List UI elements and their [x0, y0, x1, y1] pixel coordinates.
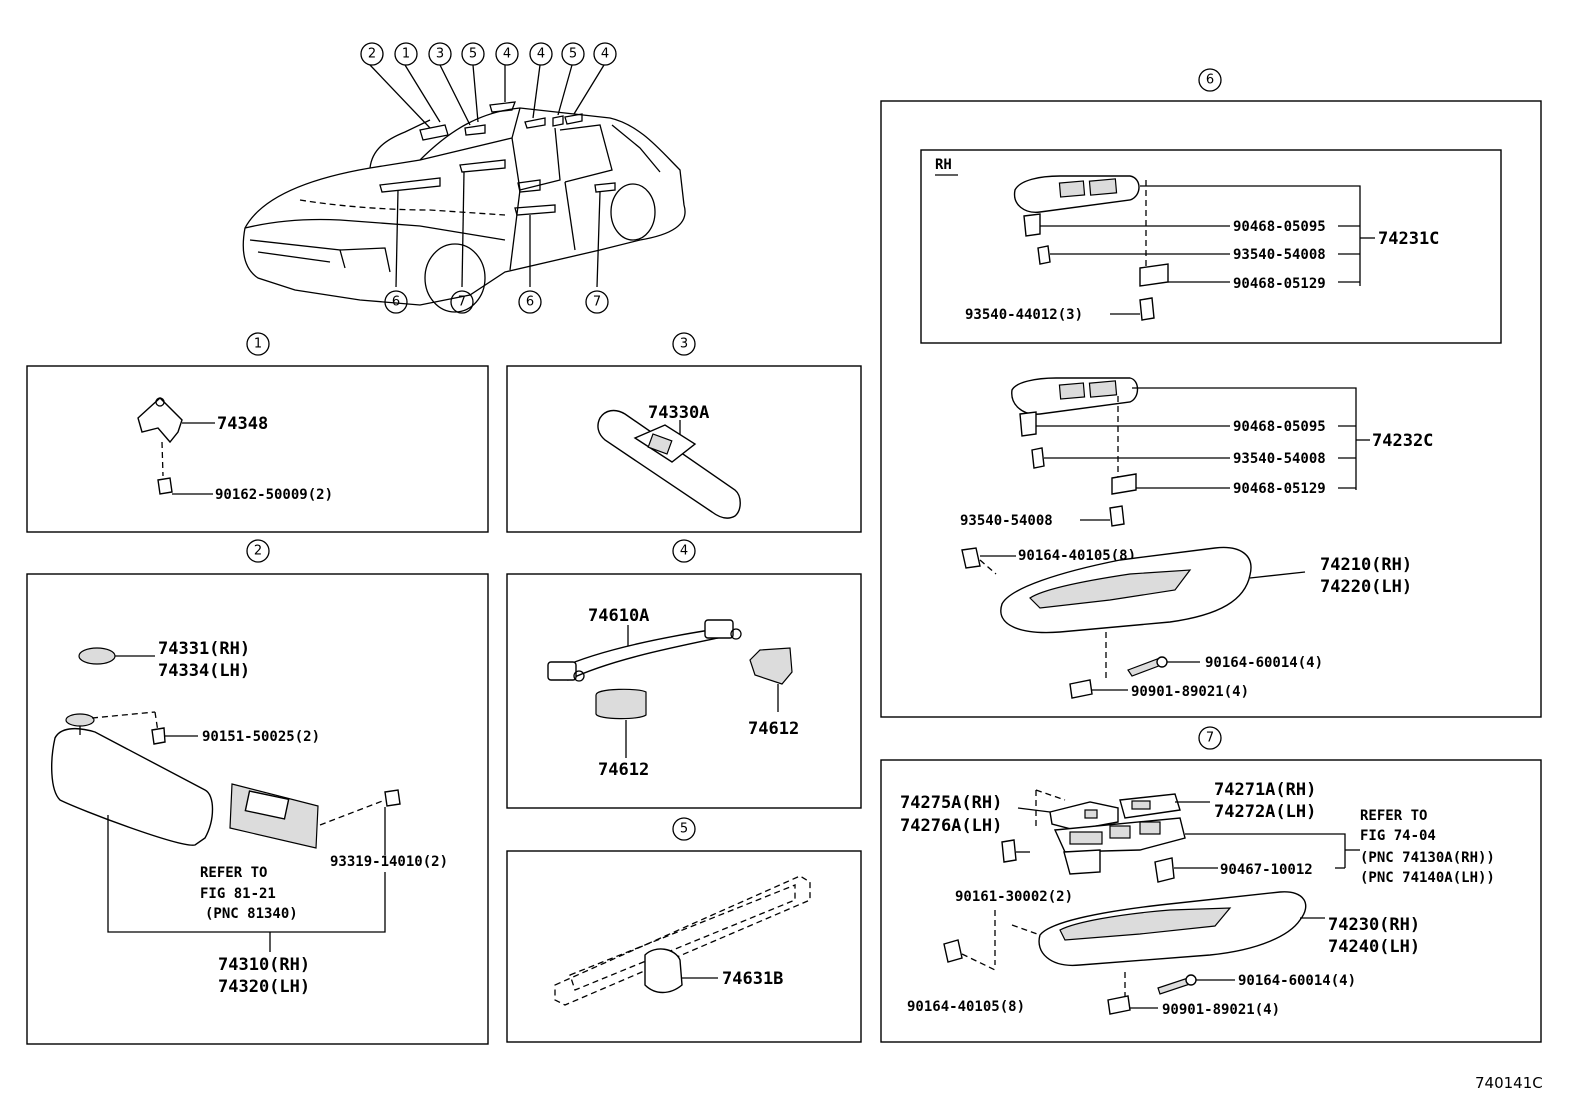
- callout-4: 4: [601, 47, 609, 62]
- callout-4: 4: [537, 47, 545, 62]
- part-74272A: 74272A(LH): [1214, 802, 1316, 822]
- part-90468-05095-a: 90468-05095: [1233, 219, 1326, 235]
- callout-4: 4: [503, 47, 511, 62]
- part-74276A: 74276A(LH): [900, 816, 1002, 836]
- refer-text-2: FIG 81-21: [200, 886, 276, 902]
- part-90467-10012: 90467-10012: [1220, 862, 1313, 878]
- part-90468-05129-b: 90468-05129: [1233, 481, 1326, 497]
- part-93540-44012: 93540-44012(3): [965, 307, 1083, 323]
- part-90468-05095-b: 90468-05095: [1233, 419, 1326, 435]
- callout-6: 6: [526, 295, 534, 310]
- part-74310: 74310(RH): [218, 955, 310, 975]
- rh-tag: RH: [935, 157, 952, 173]
- callout-3: 3: [436, 47, 444, 62]
- part-74232C: 74232C: [1372, 431, 1433, 451]
- panel-2-callout: 2: [254, 544, 262, 559]
- callout-6: 6: [392, 295, 400, 310]
- part-74231C: 74231C: [1378, 229, 1439, 249]
- panel-3-callout: 3: [680, 337, 688, 352]
- p7-refer-3: (PNC 74130A(RH)): [1360, 850, 1495, 866]
- part-90164-40105-b: 90164-40105(8): [907, 999, 1025, 1015]
- part-74230: 74230(RH): [1328, 915, 1420, 935]
- part-90164-40105-a: 90164-40105(8): [1018, 548, 1136, 564]
- panel-5-callout: 5: [680, 822, 688, 837]
- part-74348: 74348: [217, 414, 268, 434]
- part-74631B: 74631B: [722, 969, 783, 989]
- p7-refer-2: FIG 74-04: [1360, 828, 1436, 844]
- part-90164-60014-a: 90164-60014(4): [1205, 655, 1323, 671]
- refer-text-3: (PNC 81340): [205, 906, 298, 922]
- part-74612-b: 74612: [748, 719, 799, 739]
- part-93540-54008-b: 93540-54008: [1233, 451, 1326, 467]
- panel-6: 6 RH 74231C 90468-05095 93540-54008 9046…: [880, 68, 1542, 718]
- part-93540-54008-a: 93540-54008: [1233, 247, 1326, 263]
- panel-4-callout: 4: [680, 544, 688, 559]
- car-illustration: [242, 64, 686, 313]
- part-74220: 74220(LH): [1320, 577, 1412, 597]
- part-90162-50009: 90162-50009(2): [215, 487, 333, 503]
- part-74610A: 74610A: [588, 606, 649, 626]
- refer-text-1: REFER TO: [200, 865, 267, 881]
- panel-7: 7 74275A(RH) 74276A(LH) 74271A(RH) 74272…: [880, 726, 1542, 1043]
- callout-2: 2: [368, 47, 376, 62]
- diagram-id: 740141C: [1475, 1074, 1543, 1092]
- part-90901-89021-b: 90901-89021(4): [1162, 1002, 1280, 1018]
- car-callouts: 2 1 3 5 4 4 5 4 6 7 6 7: [360, 42, 617, 314]
- part-90164-60014-b: 90164-60014(4): [1238, 973, 1356, 989]
- panel-7-callout: 7: [1206, 731, 1214, 746]
- part-90161-30002: 90161-30002(2): [955, 889, 1073, 905]
- part-74275A: 74275A(RH): [900, 793, 1002, 813]
- panel-1-callout: 1: [254, 337, 262, 352]
- part-74331: 74331(RH): [158, 639, 250, 659]
- panel-6-callout: 6: [1206, 73, 1214, 88]
- part-74612-a: 74612: [598, 760, 649, 780]
- part-74330A: 74330A: [648, 403, 709, 423]
- part-90468-05129-a: 90468-05129: [1233, 276, 1326, 292]
- part-93319-14010: 93319-14010(2): [330, 854, 448, 870]
- callout-5: 5: [469, 47, 477, 62]
- panel-2: 2 74331(RH) 74334(LH) 90151-50025(2) 933…: [26, 539, 489, 1045]
- part-90151-50025: 90151-50025(2): [202, 729, 320, 745]
- panel-4: 4 74610A 74612 74612: [506, 539, 862, 809]
- callout-7: 7: [458, 295, 466, 310]
- part-93540-54008-c: 93540-54008: [960, 513, 1053, 529]
- panel-1: 1 74348 90162-50009(2): [26, 332, 489, 533]
- part-90901-89021-a: 90901-89021(4): [1131, 684, 1249, 700]
- part-74240: 74240(LH): [1328, 937, 1420, 957]
- p7-refer-4: (PNC 74140A(LH)): [1360, 870, 1495, 886]
- part-74320: 74320(LH): [218, 977, 310, 997]
- part-74210: 74210(RH): [1320, 555, 1412, 575]
- part-74271A: 74271A(RH): [1214, 780, 1316, 800]
- callout-1: 1: [402, 47, 410, 62]
- callout-5: 5: [569, 47, 577, 62]
- panel-3: 3 74330A: [506, 332, 862, 533]
- callout-7: 7: [593, 295, 601, 310]
- panel-5: 5 74631B: [506, 817, 862, 1043]
- part-74334: 74334(LH): [158, 661, 250, 681]
- p7-refer-1: REFER TO: [1360, 808, 1427, 824]
